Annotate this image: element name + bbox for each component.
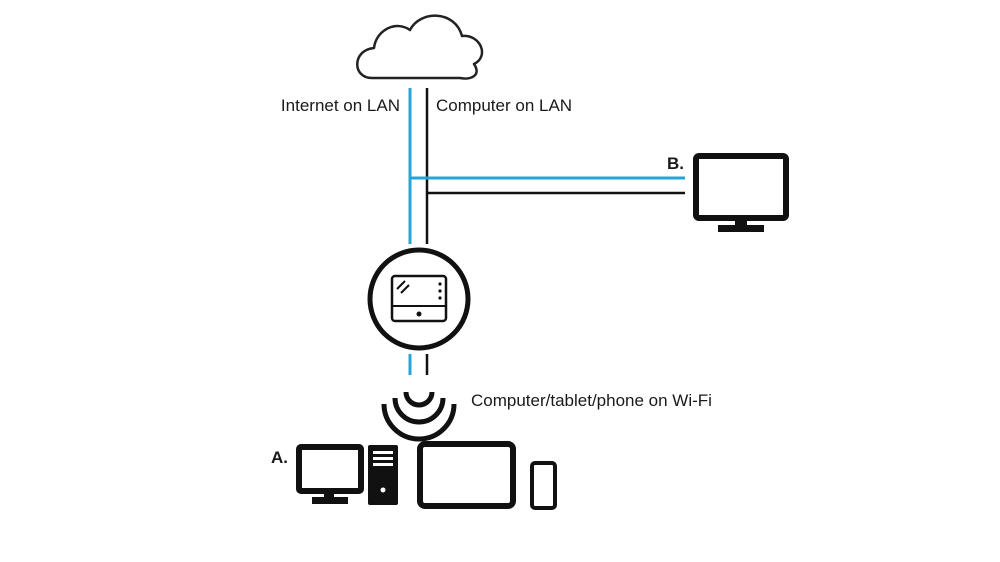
desktop-computer-icon [296,444,398,505]
wifi-icon [381,391,457,442]
tablet-icon [417,441,516,509]
computer-lan-label: Computer on LAN [436,96,572,115]
cloud-icon [356,14,484,80]
router-icon [367,247,471,351]
internet-lan-label: Internet on LAN [281,96,400,115]
phone-icon [530,461,557,510]
wifi-label: Computer/tablet/phone on Wi-Fi [471,391,712,410]
marker-a-label: A. [271,448,288,467]
marker-b-label: B. [667,154,684,173]
tv-monitor-icon [693,153,789,232]
